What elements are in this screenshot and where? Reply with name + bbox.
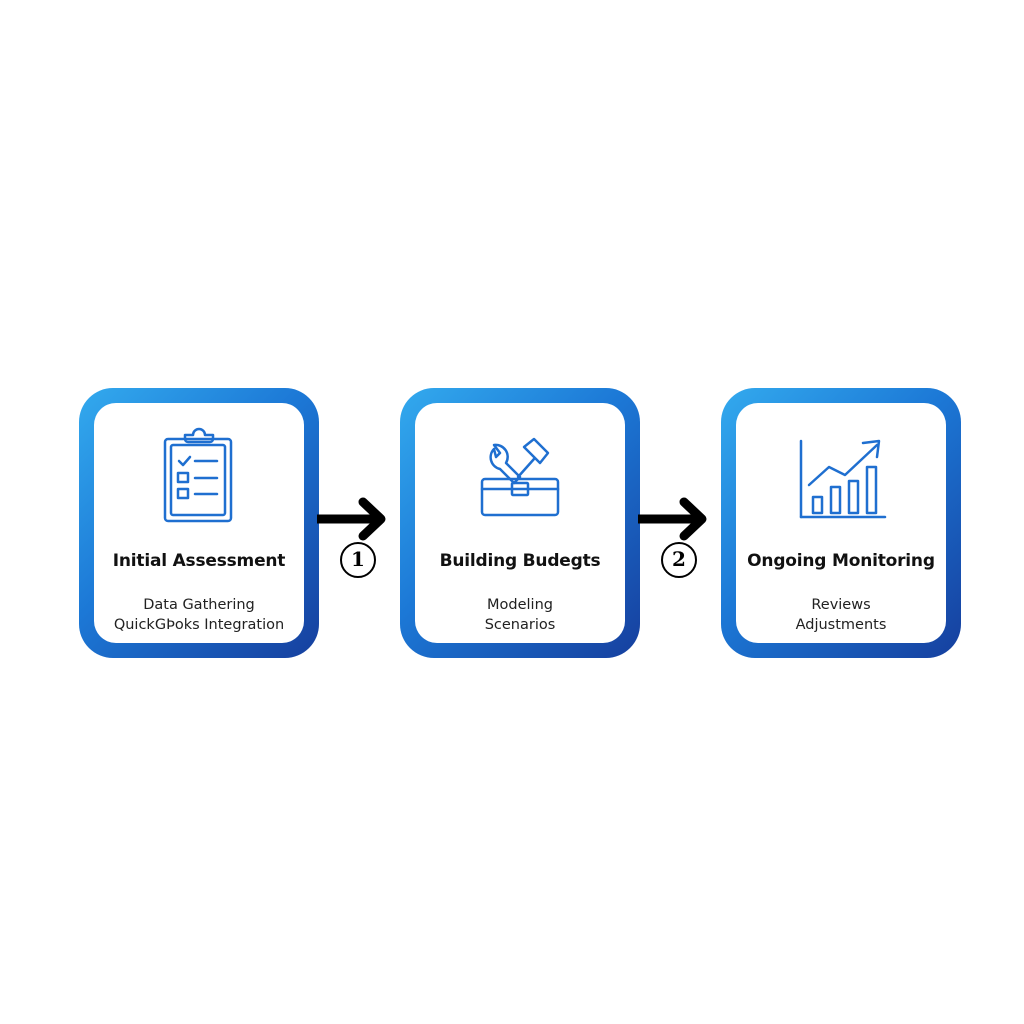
step-details: Modeling Scenarios (415, 595, 625, 635)
step-number-badge: 2 (661, 542, 697, 578)
step-detail-line: Reviews (811, 597, 871, 613)
bar-chart-trend-icon (799, 439, 887, 519)
toolbox-icon (480, 437, 560, 517)
step-details: Reviews Adjustments (736, 595, 946, 635)
step-detail-line: Modeling (487, 597, 553, 613)
step-card-body: Ongoing Monitoring Reviews Adjustments (736, 403, 946, 643)
step-detail-line: Scenarios (484, 617, 556, 633)
step-card-body: Initial Assessment Data Gathering QuickG… (94, 403, 304, 643)
step-detail-line: Adjustments (795, 617, 887, 633)
step-card-initial-assessment: Initial Assessment Data Gathering QuickG… (79, 388, 319, 658)
arrow-connector-2 (638, 497, 707, 541)
step-card-building-budgets: Building Budegts Modeling Scenarios (400, 388, 640, 658)
step-title: Initial Assessment (112, 551, 286, 571)
arrow-connector-1 (317, 497, 386, 541)
step-number-badge: 1 (340, 542, 376, 578)
clipboard-checklist-icon (163, 427, 233, 523)
step-detail-line: QuickGÞoks Integration (113, 617, 285, 633)
step-title: Ongoing Monitoring (747, 551, 935, 571)
step-title: Building Budegts (439, 551, 601, 571)
step-card-ongoing-monitoring: Ongoing Monitoring Reviews Adjustments (721, 388, 961, 658)
step-detail-line: Data Gathering (143, 597, 255, 613)
step-details: Data Gathering QuickGÞoks Integration (94, 595, 304, 635)
step-card-body: Building Budegts Modeling Scenarios (415, 403, 625, 643)
